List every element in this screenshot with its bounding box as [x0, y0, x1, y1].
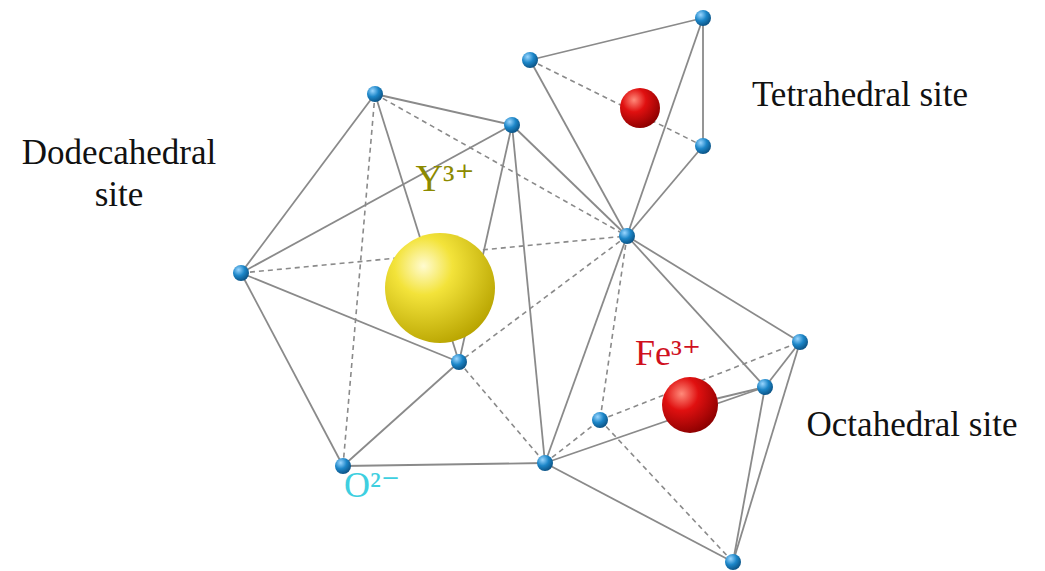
- dashed-edges: [241, 60, 800, 562]
- solid-edges: [241, 18, 800, 562]
- site-label: Octahedral site: [797, 404, 1027, 446]
- oxygen-ions: [233, 10, 808, 570]
- ion-label: O²⁻: [312, 464, 432, 507]
- iron-ion-tetrahedral: [620, 88, 660, 128]
- site-label: Dodecahedral site: [4, 132, 234, 216]
- iron-ion-octahedral: [662, 377, 718, 433]
- yttrium-ion: [385, 233, 495, 343]
- site-label: Tetrahedral site: [745, 74, 975, 116]
- ion-label: Y³⁺: [385, 156, 505, 202]
- ion-label: Fe³⁺: [608, 332, 728, 375]
